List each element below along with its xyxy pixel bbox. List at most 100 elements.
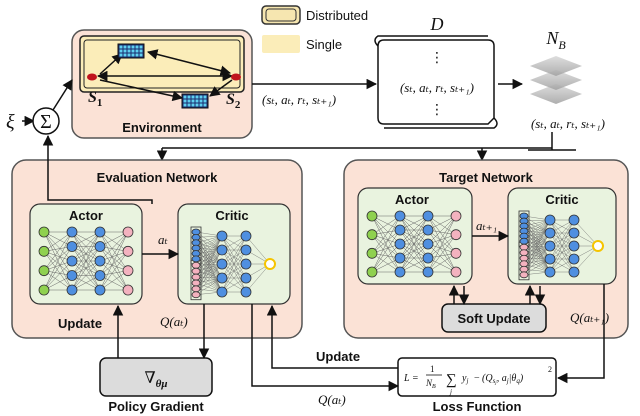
network-node: [394, 210, 406, 222]
network-node: [94, 255, 106, 267]
svg-text:yj: yj: [461, 373, 468, 385]
network-node: [122, 226, 134, 238]
network-node: [240, 286, 252, 298]
network-node: [519, 254, 529, 262]
network-node: [38, 265, 50, 277]
network-node: [191, 255, 201, 263]
q-at1-label: Q(aₜ₊₁): [570, 310, 609, 325]
eval-action-label: aₜ: [158, 232, 169, 247]
buffer-dots-top: ⋮: [430, 49, 444, 65]
network-node: [240, 244, 252, 256]
svg-text:∑: ∑: [446, 372, 457, 388]
network-node: [544, 227, 556, 239]
svg-text:NB: NB: [425, 378, 436, 390]
network-node: [94, 284, 106, 296]
agent-s1-marker: [87, 73, 97, 81]
network-node: [240, 230, 252, 242]
network-node: [66, 284, 78, 296]
network-node: [544, 240, 556, 252]
agent-s2-label: S2: [226, 91, 241, 111]
eval-actor-network: [38, 226, 134, 296]
network-node: [66, 270, 78, 281]
replay-buffer-label: D: [430, 14, 444, 34]
network-node: [450, 247, 462, 259]
agent-s1-label: S1: [88, 89, 102, 109]
eval-update-label: Update: [58, 316, 102, 331]
loss-function-box: [397, 357, 557, 397]
target-critic-network: [518, 210, 604, 281]
network-node: [240, 272, 252, 284]
network-node: [216, 230, 228, 242]
network-node: [519, 249, 529, 257]
soft-update-label: Soft Update: [458, 311, 531, 326]
target-action-label: aₜ₊₁: [476, 218, 497, 233]
network-node: [122, 245, 134, 257]
policy-gradient-box: [99, 357, 213, 397]
eval-critic-network: [190, 226, 276, 301]
loss-formula: L = 1 NB ∑ j yj − (Qsj, aj|θq) 2: [403, 364, 552, 396]
target-network-panel: Target Network Actor Critic aₜ₊₁ Soft Up…: [343, 159, 629, 339]
solar-panel-icon: [117, 43, 145, 59]
sum-symbol: Σ: [40, 111, 52, 133]
network-node: [422, 238, 434, 250]
network-node: [191, 279, 201, 287]
network-node: [544, 266, 556, 278]
network-node: [450, 210, 462, 222]
loss-function-title: Loss Function: [433, 399, 522, 414]
target-network-title: Target Network: [439, 170, 533, 185]
svg-text:2: 2: [548, 365, 552, 374]
solar-panel-icon: [181, 93, 209, 109]
network-node: [191, 273, 201, 281]
sum-node: [32, 107, 60, 135]
network-node: [94, 226, 106, 238]
network-node: [366, 229, 378, 241]
network-node: [450, 266, 462, 278]
network-node: [394, 224, 406, 236]
network-node: [519, 237, 529, 245]
q-at-bottom-label: Q(aₜ): [318, 392, 346, 407]
svg-text:L =: L =: [403, 373, 419, 384]
network-node: [216, 258, 228, 270]
soft-update-box: [441, 303, 547, 333]
policy-gradient-symbol: ∇θμ: [145, 370, 168, 390]
svg-text:(Qsj, aj|θq): (Qsj, aj|θq): [482, 373, 524, 386]
network-output-node: [592, 240, 604, 252]
network-node: [422, 266, 434, 278]
legend: Distributed Single: [261, 5, 368, 53]
target-actor-network: [366, 210, 462, 278]
eval-critic-label: Critic: [215, 208, 248, 223]
evaluation-network-title: Evaluation Network: [97, 170, 218, 185]
network-node: [366, 266, 378, 278]
network-node: [191, 291, 201, 299]
network-node: [216, 272, 228, 284]
replay-buffer: D ⋮ (sₜ, aₜ, rₜ, sₜ₊₁) ⋮: [374, 14, 498, 129]
network-node: [191, 285, 201, 293]
network-node: [422, 210, 434, 222]
target-actor-label: Actor: [395, 192, 429, 207]
network-node: [38, 226, 50, 238]
network-node: [519, 265, 529, 273]
network-node: [544, 253, 556, 265]
network-node: [38, 284, 50, 296]
network-node: [519, 260, 529, 268]
evaluation-network-panel: Evaluation Network Actor Critic aₜ Updat…: [11, 159, 303, 339]
buffer-dots-bottom: ⋮: [430, 101, 444, 117]
network-node: [394, 252, 406, 264]
network-node: [66, 255, 78, 267]
svg-text:1: 1: [430, 364, 435, 374]
network-node: [519, 243, 529, 251]
network-node: [66, 226, 78, 238]
legend-single-swatch: [262, 35, 300, 53]
minibatch-label: NB: [545, 28, 566, 52]
q-at-label: Q(aₜ): [160, 314, 188, 329]
legend-distributed-label: Distributed: [306, 8, 368, 23]
network-node: [122, 265, 134, 277]
policy-gradient-title: Policy Gradient: [108, 399, 204, 414]
network-node: [366, 210, 378, 222]
network-node: [122, 284, 134, 296]
network-node: [66, 241, 78, 252]
network-node: [394, 266, 406, 278]
buffer-entry: (sₜ, aₜ, rₜ, sₜ₊₁): [400, 80, 474, 95]
